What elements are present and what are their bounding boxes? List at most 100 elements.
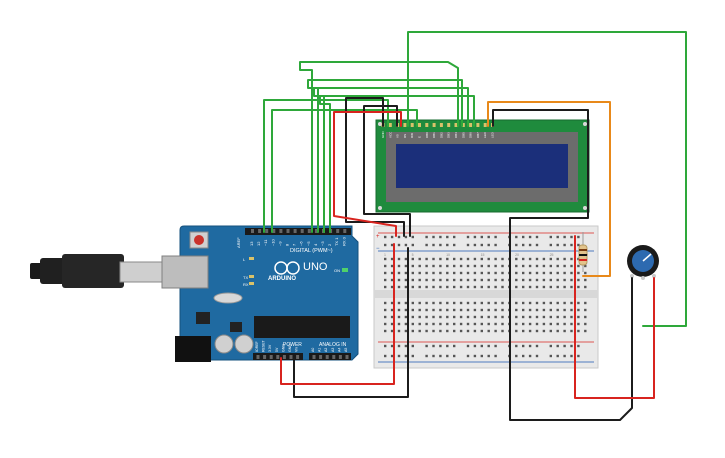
breadboard-hole[interactable] xyxy=(390,243,394,247)
breadboard-hole[interactable] xyxy=(570,235,573,239)
digital-pin[interactable] xyxy=(265,229,269,233)
breadboard-hole[interactable] xyxy=(570,285,573,289)
breadboard-hole[interactable] xyxy=(425,322,428,326)
breadboard-hole[interactable] xyxy=(390,285,394,289)
breadboard-hole[interactable] xyxy=(515,301,518,305)
breadboard-hole[interactable] xyxy=(528,235,532,239)
breadboard-hole[interactable] xyxy=(439,264,442,268)
breadboard-hole[interactable] xyxy=(556,344,559,348)
breadboard-hole[interactable] xyxy=(563,235,566,239)
breadboard-hole[interactable] xyxy=(480,278,483,282)
breadboard-hole[interactable] xyxy=(542,285,546,289)
breadboard-hole[interactable] xyxy=(390,257,394,261)
breadboard-hole[interactable] xyxy=(466,264,470,268)
breadboard-hole[interactable] xyxy=(535,322,539,326)
breadboard-hole[interactable] xyxy=(390,308,394,312)
breadboard-hole[interactable] xyxy=(418,308,421,312)
breadboard-hole[interactable] xyxy=(390,315,394,319)
breadboard-hole[interactable] xyxy=(556,315,559,319)
breadboard-hole[interactable] xyxy=(494,344,497,348)
breadboard-hole[interactable] xyxy=(570,264,573,268)
breadboard-hole[interactable] xyxy=(528,301,532,305)
breadboard-hole[interactable] xyxy=(515,271,518,275)
breadboard-hole[interactable] xyxy=(480,257,483,261)
breadboard-hole[interactable] xyxy=(563,285,566,289)
breadboard-hole[interactable] xyxy=(439,329,442,333)
breadboard-hole[interactable] xyxy=(425,257,428,261)
breadboard-hole[interactable] xyxy=(494,257,497,261)
breadboard-hole[interactable] xyxy=(425,344,428,348)
breadboard-hole[interactable] xyxy=(453,257,456,261)
breadboard-hole[interactable] xyxy=(418,322,421,326)
breadboard-hole[interactable] xyxy=(501,329,504,333)
breadboard-hole[interactable] xyxy=(466,235,470,239)
lcd-pin[interactable] xyxy=(469,123,473,127)
breadboard-hole[interactable] xyxy=(473,271,477,275)
breadboard-hole[interactable] xyxy=(397,264,401,268)
breadboard-hole[interactable] xyxy=(432,278,435,282)
breadboard-hole[interactable] xyxy=(439,322,442,326)
breadboard-hole[interactable] xyxy=(446,235,449,239)
breadboard-hole[interactable] xyxy=(528,264,532,268)
breadboard-hole[interactable] xyxy=(411,329,414,333)
breadboard-hole[interactable] xyxy=(397,315,401,319)
breadboard-hole[interactable] xyxy=(397,235,401,239)
breadboard-hole[interactable] xyxy=(549,344,552,348)
breadboard-hole[interactable] xyxy=(515,329,518,333)
breadboard-hole[interactable] xyxy=(528,278,532,282)
breadboard-hole[interactable] xyxy=(494,278,497,282)
breadboard-hole[interactable] xyxy=(515,354,518,358)
breadboard-hole[interactable] xyxy=(446,301,449,305)
breadboard[interactable]: + − 151015202530 xyxy=(373,225,599,369)
breadboard-hole[interactable] xyxy=(466,329,470,333)
breadboard-hole[interactable] xyxy=(522,354,525,358)
breadboard-hole[interactable] xyxy=(384,315,387,319)
breadboard-hole[interactable] xyxy=(425,329,428,333)
breadboard-hole[interactable] xyxy=(494,301,497,305)
breadboard-hole[interactable] xyxy=(556,235,559,239)
breadboard-hole[interactable] xyxy=(528,308,532,312)
breadboard-hole[interactable] xyxy=(473,308,477,312)
breadboard-hole[interactable] xyxy=(418,271,421,275)
breadboard-hole[interactable] xyxy=(556,354,559,358)
breadboard-hole[interactable] xyxy=(535,257,539,261)
breadboard-hole[interactable] xyxy=(453,264,456,268)
breadboard-hole[interactable] xyxy=(570,278,573,282)
breadboard-hole[interactable] xyxy=(570,243,573,247)
breadboard-hole[interactable] xyxy=(570,271,573,275)
breadboard-hole[interactable] xyxy=(404,243,408,247)
breadboard-hole[interactable] xyxy=(473,278,477,282)
digital-pin[interactable] xyxy=(300,229,304,233)
breadboard-hole[interactable] xyxy=(487,329,490,333)
breadboard-hole[interactable] xyxy=(542,278,546,282)
breadboard-hole[interactable] xyxy=(480,329,483,333)
lcd-pin[interactable] xyxy=(388,123,392,127)
breadboard-hole[interactable] xyxy=(577,344,580,348)
breadboard-hole[interactable] xyxy=(446,329,449,333)
breadboard-hole[interactable] xyxy=(404,271,408,275)
breadboard-hole[interactable] xyxy=(404,301,408,305)
breadboard-hole[interactable] xyxy=(404,344,408,348)
breadboard-hole[interactable] xyxy=(577,257,580,261)
breadboard-hole[interactable] xyxy=(390,271,394,275)
lcd-pin[interactable] xyxy=(454,123,458,127)
breadboard-hole[interactable] xyxy=(453,301,456,305)
breadboard-hole[interactable] xyxy=(515,278,518,282)
breadboard-hole[interactable] xyxy=(522,278,525,282)
breadboard-hole[interactable] xyxy=(453,235,456,239)
breadboard-hole[interactable] xyxy=(501,285,504,289)
breadboard-hole[interactable] xyxy=(446,344,449,348)
breadboard-hole[interactable] xyxy=(494,329,497,333)
breadboard-hole[interactable] xyxy=(501,278,504,282)
breadboard-hole[interactable] xyxy=(494,315,497,319)
breadboard-hole[interactable] xyxy=(556,285,559,289)
breadboard-hole[interactable] xyxy=(397,301,401,305)
breadboard-hole[interactable] xyxy=(528,243,532,247)
breadboard-hole[interactable] xyxy=(453,322,456,326)
breadboard-hole[interactable] xyxy=(522,243,525,247)
breadboard-hole[interactable] xyxy=(494,235,497,239)
breadboard-hole[interactable] xyxy=(528,322,532,326)
breadboard-hole[interactable] xyxy=(556,271,559,275)
breadboard-hole[interactable] xyxy=(487,257,490,261)
